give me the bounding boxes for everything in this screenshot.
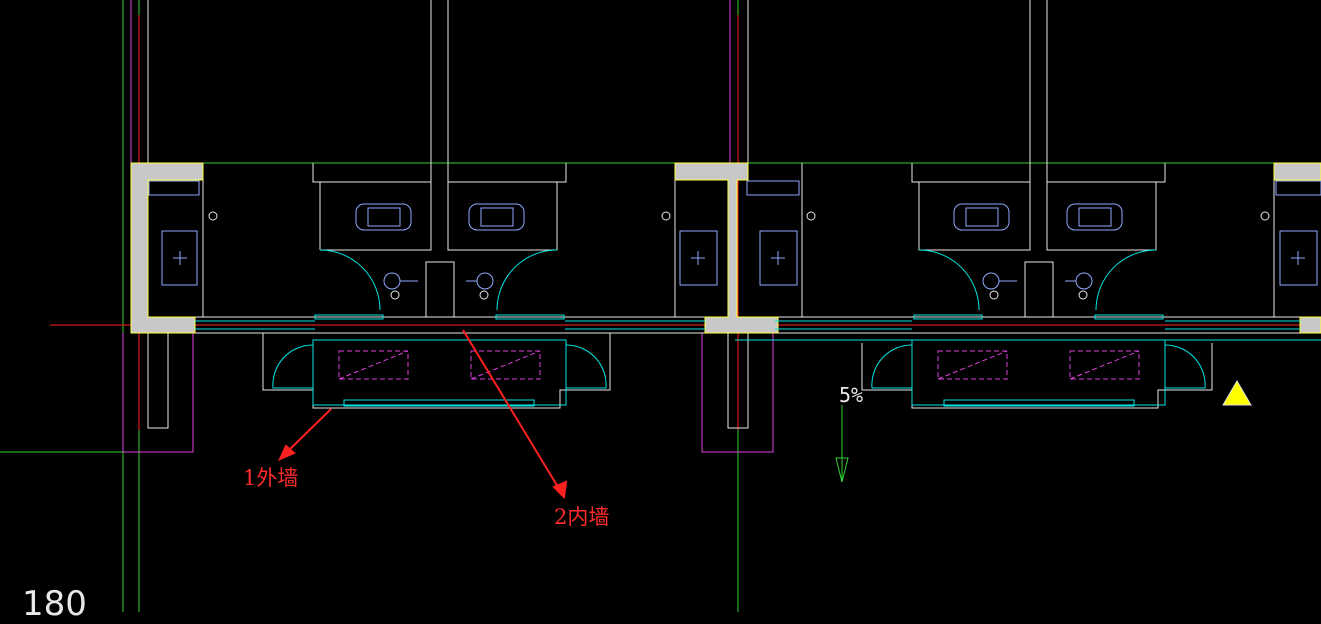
dimension-text: 180: [22, 584, 87, 624]
axis-lines: [50, 15, 1321, 430]
boundary-lines: [122, 0, 774, 453]
windows-doors: [195, 249, 1321, 407]
leader-arrow-icon: [278, 329, 568, 500]
fixtures: [148, 180, 1321, 290]
walls: [147, 0, 1300, 429]
interior-wall-label: 2内墙: [554, 505, 610, 529]
slope-arrow-icon: [835, 405, 849, 483]
balcony-dashed-units: [338, 350, 1140, 380]
floor-drains: [208, 211, 1270, 300]
wall-fills: [130, 162, 1321, 334]
slope-label: 5%: [839, 383, 864, 407]
warning-triangle-icon[interactable]: [1222, 380, 1252, 406]
exterior-wall-label: 1外墙: [243, 466, 299, 490]
